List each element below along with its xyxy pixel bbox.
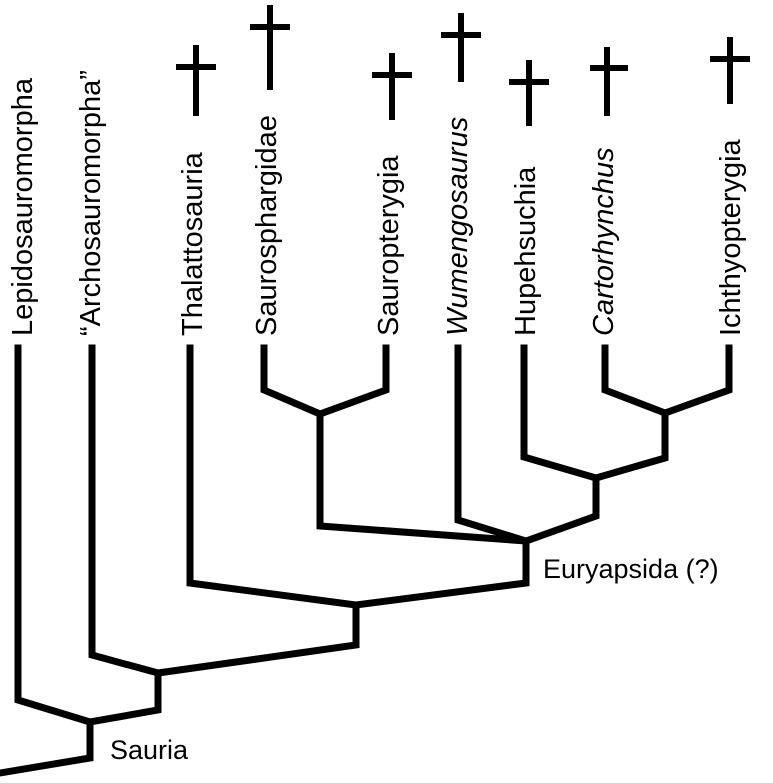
branch-ichthyosauromorpha <box>521 474 600 546</box>
tree-branches <box>0 344 733 777</box>
taxon-label-saurosphargidae: Saurosphargidae <box>251 115 283 336</box>
taxon-label-thalattosauria: Thalattosauria <box>177 151 209 336</box>
clade-label-euryapsida: Euryapsida (?) <box>543 554 719 584</box>
dagger-icon <box>590 47 628 116</box>
taxon-label-lepidosauromorpha: Lepidosauromorpha <box>7 77 39 336</box>
branch-sauropterygomorpha <box>316 410 530 545</box>
dagger-icon <box>509 60 549 126</box>
taxon-label-ichthyopterygia: Ichthyopterygia <box>715 138 747 336</box>
taxon-label-sauropterygia: Sauropterygia <box>373 155 405 336</box>
taxon-label-hupehsuchia: Hupehsuchia <box>510 166 542 336</box>
branch-ichthyosauriformes <box>591 409 669 483</box>
taxon-label-archosauromorpha: “Archosauromorpha” <box>75 70 107 336</box>
branch-archosauria-node <box>85 669 162 727</box>
taxon-label-cartorhynchus: Cartorhynchus <box>588 147 620 336</box>
branch-saurosphargidae <box>260 344 325 419</box>
root-branch <box>0 718 94 777</box>
clade-label-sauria: Sauria <box>110 735 189 765</box>
branch-euryapsida-stem <box>352 537 530 609</box>
dagger-icon <box>372 53 412 120</box>
branch-hupehsuchia <box>520 344 601 483</box>
dagger-icon <box>710 37 750 104</box>
dagger-icon <box>441 13 481 82</box>
branch-archosauromorpha <box>88 344 163 678</box>
branch-wumengosaurus <box>454 344 531 546</box>
branch-thalattosauria <box>186 344 360 609</box>
branch-lepidosauromorpha <box>14 344 95 727</box>
branch-cartorhynchus <box>601 344 670 418</box>
branch-ichthyopterygia <box>660 344 733 418</box>
dagger-icon <box>250 5 290 90</box>
extinction-markers <box>176 5 750 126</box>
dagger-icon <box>176 45 216 116</box>
taxon-label-wumengosaurus: Wumengosaurus <box>442 117 474 336</box>
branch-sauropterygia <box>315 344 390 419</box>
taxon-labels: Lepidosauromorpha “Archosauromorpha” Tha… <box>7 70 747 336</box>
branch-euryapsida-node <box>154 601 360 677</box>
